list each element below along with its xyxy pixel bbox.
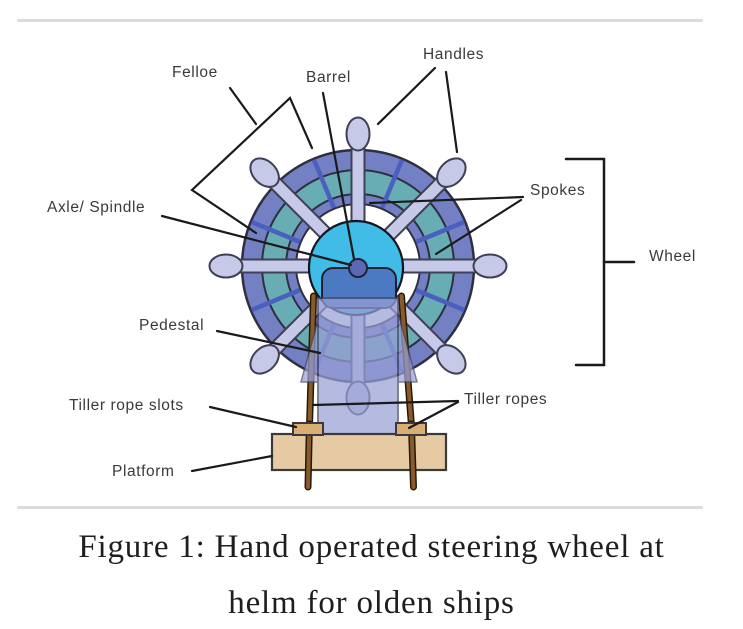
axle <box>348 258 368 278</box>
label-pedestal: Pedestal <box>139 317 205 334</box>
top-divider <box>17 19 703 22</box>
label-axle-spindle: Axle/ Spindle <box>47 199 146 216</box>
pedestal-leader <box>215 329 322 355</box>
spokes-leader-a <box>368 195 525 205</box>
caption-line-1: Figure 1: Hand operated steering wheel a… <box>78 529 665 565</box>
label-barrel: Barrel <box>306 69 351 86</box>
rope-slot-right <box>395 422 427 436</box>
axle-leader <box>160 214 353 267</box>
platform-leader <box>190 454 274 473</box>
caption-line-2: helm for olden ships <box>228 585 515 621</box>
label-spokes: Spokes <box>530 182 586 199</box>
label-platform: Platform <box>112 463 175 480</box>
label-tiller-rope-slots: Tiller rope slots <box>69 397 184 414</box>
pedestal-shape <box>300 297 418 435</box>
barrel-leader <box>321 91 356 261</box>
label-felloe: Felloe <box>172 64 218 81</box>
handles-leader-b <box>444 70 459 154</box>
label-handles: Handles <box>423 46 485 63</box>
tiller-ropes-leader-a <box>311 399 460 407</box>
spokes-leader-b <box>434 198 523 256</box>
platform-shape <box>270 432 448 472</box>
rope-slot-left <box>292 422 324 436</box>
felloe-leader-b <box>190 96 314 235</box>
tiller-ropes-leader-b <box>407 400 460 430</box>
leader-lines <box>160 66 636 473</box>
figure-caption: Figure 1: Hand operated steering wheel a… <box>0 519 743 629</box>
bottom-divider <box>17 506 703 509</box>
label-wheel: Wheel <box>649 248 696 265</box>
label-tiller-ropes: Tiller ropes <box>464 391 548 408</box>
handles-leader-a <box>376 66 437 126</box>
slots-leader <box>208 405 298 429</box>
felloe-leader-a <box>228 86 258 126</box>
